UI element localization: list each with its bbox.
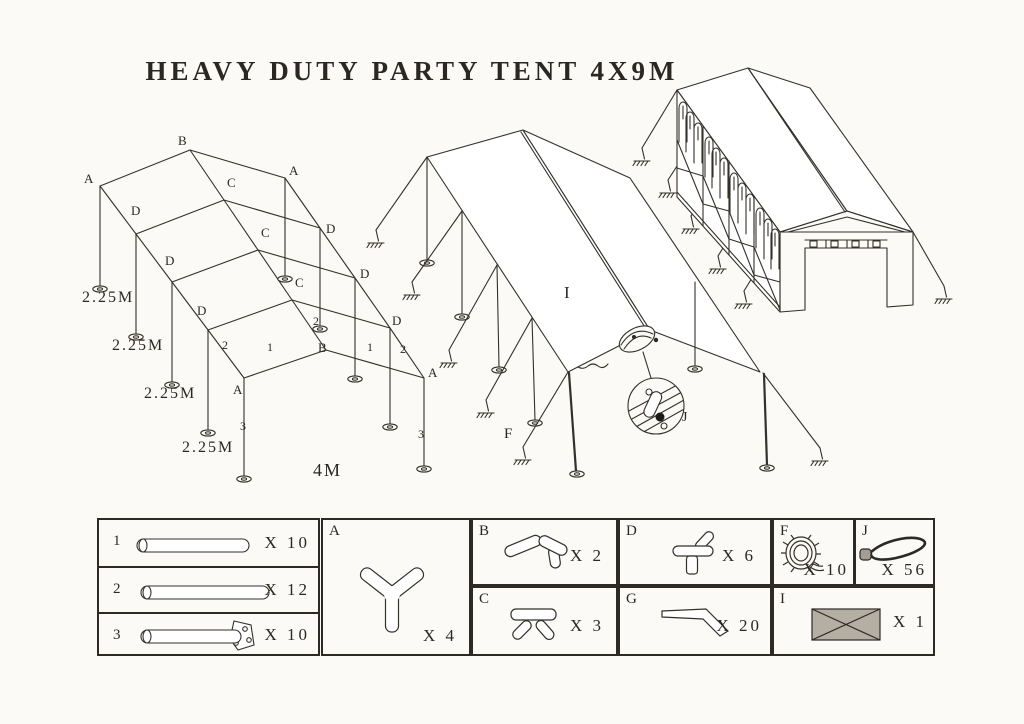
dimension-label: 2.25M [112,337,165,354]
part-1-tube-glyph [136,538,250,553]
part-id: J [862,523,868,539]
y-connector-glyph [359,567,425,633]
connector-label: C [261,225,270,240]
rolled-flap [618,325,659,353]
parts-table-cell-a: A X 4 [321,518,471,656]
part-id: I [780,591,785,607]
part-number-label: 2 [222,338,228,352]
rope-label: F [504,426,513,442]
part-id: G [626,591,637,607]
parts-table-cell-i: I X 1 [772,586,935,656]
tarp-label: I [564,283,570,302]
dimension-label: 2.25M [144,385,197,402]
page-title: HEAVY DUTY PARTY TENT 4X9M [145,56,679,86]
part-id: C [479,591,490,607]
part-id: D [626,523,637,539]
wall-cross-braces [676,139,781,311]
connector-label: D [360,266,370,281]
part-number-label: 1 [367,340,373,354]
part-quantity: X 20 [716,616,762,635]
parts-table-cell-c: C X 3 [471,586,618,656]
part-number-label: 3 [418,427,424,441]
part-id: A [329,523,340,539]
connector-label: B [178,133,187,148]
connector-label: A [428,365,438,380]
t-connector-glyph [510,608,557,641]
peak-connector-glyph [504,534,568,569]
connector-label: C [227,175,236,190]
bungee-tie-glyph [859,536,927,561]
part-quantity: X 12 [264,580,310,599]
connector-label: D [392,313,402,328]
window-arches [678,101,780,270]
corner-bracket-glyph [661,608,729,637]
connector-label: C [295,275,304,290]
part-quantity: X 1 [892,612,927,631]
part-quantity: X 4 [422,626,457,645]
parts-table-tubes: 1 X 10 2 X 12 3 X 10 [97,518,320,656]
connector-label: D [131,203,141,218]
part-id: B [479,523,490,539]
parts-table-cell-f: F X 10 [772,518,855,586]
finished-tent-drawing [632,67,953,313]
bungee-label: J [682,410,688,425]
connector-label: A [233,382,243,397]
connector-label: A [84,171,94,186]
part-id: 2 [113,581,121,597]
part-quantity: X 6 [721,546,756,565]
bungee-detail-magnifier [627,351,685,435]
connector-label: B [318,340,327,355]
part-quantity: X 2 [569,546,604,565]
cover-installation-drawing [366,129,829,478]
part-number-label: 2 [313,314,319,328]
part-quantity: X 56 [881,560,927,579]
parts-table-cell-d: D X 6 [618,518,772,586]
table-row: 1 X 10 [99,520,318,566]
part-quantity: X 10 [264,625,310,644]
part-id: 3 [113,627,121,643]
part-number-label: 2 [400,342,406,356]
part-id: F [780,523,789,539]
part-quantity: X 10 [264,533,310,552]
part-id: 1 [113,533,121,549]
parts-table-cell-g: G X 20 [618,586,772,656]
parts-table-cell-j: J X 56 [854,518,935,586]
parts-table-cell-b: B X 2 [471,518,618,586]
dimension-label: 2.25M [82,289,135,306]
part-2-tube-glyph [140,585,270,600]
dimension-label: 4M [313,460,343,480]
table-row: 2 X 12 [99,566,318,612]
part-quantity: X 3 [569,616,604,635]
connector-label: D [197,303,207,318]
part-3-leg-tube-glyph [140,620,255,651]
cross-connector-glyph [672,531,715,575]
connector-label: D [165,253,175,268]
dimension-label: 2.25M [182,439,235,456]
rope-coil-glyph [781,534,825,573]
tarp-panel-glyph [811,608,881,641]
part-number-label: 1 [267,340,273,354]
connector-label: D [326,221,336,236]
connector-label: A [289,163,299,178]
frame-assembly-drawing [92,149,432,483]
table-row: 3 X 10 [99,612,318,658]
part-quantity: X 10 [803,560,849,579]
part-number-label: 3 [240,419,246,433]
